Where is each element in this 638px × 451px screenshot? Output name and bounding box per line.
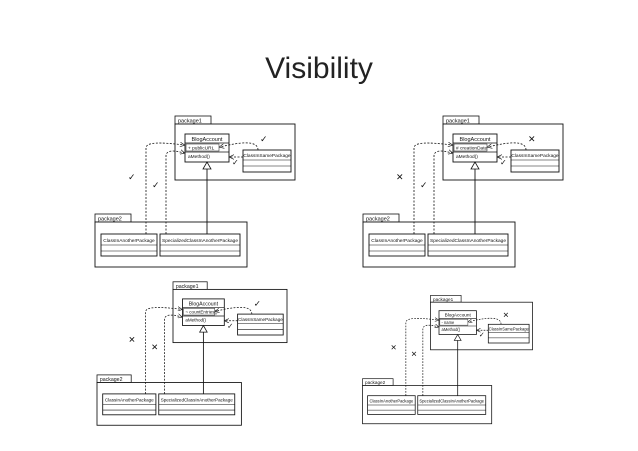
specialized-class: SpecializedClassInAnotherPackage bbox=[158, 393, 236, 416]
specialized-dependency bbox=[165, 151, 184, 234]
diagram-public: package1 BlogAccount + publicURL aMethod… bbox=[90, 112, 300, 277]
specialized-class: SpecializedClassInAnotherPackage bbox=[427, 233, 509, 257]
generalization-arrowhead bbox=[202, 161, 212, 170]
class-method: aMethod() bbox=[188, 154, 210, 160]
specialized-dependency bbox=[433, 151, 452, 234]
another-package-mark: ✕ bbox=[391, 343, 397, 352]
specialized-class-name: SpecializedClassInAnotherPackage bbox=[161, 398, 234, 403]
method-mark: ✓ bbox=[232, 158, 239, 167]
generalization-arrowhead bbox=[198, 324, 208, 333]
same-package-class: ClassInSamePackage bbox=[487, 323, 530, 344]
class-method: aMethod() bbox=[442, 327, 461, 332]
specialized-class-name: SpecializedClassInAnotherPackage bbox=[419, 399, 484, 404]
specialized-dependency bbox=[422, 325, 438, 396]
another-package-class: ClassInAnotherPackage bbox=[102, 393, 157, 416]
diagram-package: package1 BlogAccount ~ countEntries() aM… bbox=[92, 278, 292, 435]
same-package-class-name: ClassInSamePackage bbox=[511, 153, 559, 159]
another-package-mark: ✕ bbox=[396, 172, 404, 182]
method-mark: ✓ bbox=[479, 332, 485, 339]
same-package-mark: ✕ bbox=[503, 311, 509, 320]
same-package-class-name: ClassInSamePackage bbox=[238, 317, 283, 322]
class-attribute: - name bbox=[442, 320, 455, 325]
specialized-mark: ✓ bbox=[152, 180, 160, 190]
same-package-mark: ✓ bbox=[260, 134, 268, 144]
same-package-dependency bbox=[220, 142, 259, 151]
same-package-mark: ✓ bbox=[254, 299, 261, 309]
package1-label: package1 bbox=[176, 284, 199, 290]
class-name: BlogAccount bbox=[445, 313, 472, 318]
class-name: BlogAccount bbox=[460, 137, 491, 143]
same-package-class-name: ClassInSamePackage bbox=[243, 153, 291, 159]
same-package-class: ClassInSamePackage bbox=[237, 313, 284, 336]
blog-account-class: BlogAccount + publicURL aMethod() bbox=[184, 133, 230, 163]
package1-label: package1 bbox=[433, 297, 454, 302]
package2-label: package2 bbox=[366, 217, 390, 223]
package2-label: package2 bbox=[365, 380, 386, 385]
specialized-class: SpecializedClassInAnotherPackage bbox=[159, 233, 241, 257]
uml-diagram: package1 BlogAccount - name aMethod() Cl… bbox=[362, 295, 533, 425]
package2-label: package2 bbox=[100, 377, 123, 383]
slide-title: Visibility bbox=[265, 52, 373, 85]
another-package-dependency bbox=[405, 318, 438, 396]
class-name: BlogAccount bbox=[192, 137, 223, 143]
generalization-arrowhead bbox=[453, 333, 462, 341]
same-package-dependency bbox=[216, 306, 253, 315]
specialized-class-name: SpecializedClassInAnotherPackage bbox=[430, 238, 506, 244]
specialized-class-name: SpecializedClassInAnotherPackage bbox=[162, 238, 238, 244]
uml-diagram: package1 BlogAccount # creationDate aMet… bbox=[362, 115, 564, 268]
generalization-arrowhead bbox=[470, 161, 480, 170]
class-method: aMethod() bbox=[456, 154, 478, 160]
method-mark: ✓ bbox=[227, 321, 233, 330]
specialized-class: SpecializedClassInAnotherPackage bbox=[417, 395, 487, 415]
another-package-mark: ✕ bbox=[128, 335, 135, 345]
diagram-protected: package1 BlogAccount # creationDate aMet… bbox=[358, 112, 568, 277]
another-package-dependency bbox=[145, 143, 184, 234]
same-package-dependency bbox=[469, 317, 502, 325]
package2-label: package2 bbox=[98, 217, 122, 223]
package1-label: package1 bbox=[446, 119, 470, 125]
class-attribute: ~ countEntries() bbox=[185, 310, 218, 315]
specialized-mark: ✓ bbox=[420, 180, 428, 190]
specialized-dependency bbox=[164, 315, 181, 394]
class-attribute: + publicURL bbox=[188, 146, 215, 152]
class-attribute: # creationDate bbox=[456, 146, 488, 152]
same-package-mark: ✕ bbox=[528, 134, 536, 144]
another-package-class: ClassInAnotherPackage bbox=[100, 233, 158, 257]
same-package-dependency bbox=[488, 142, 527, 151]
blog-account-class: BlogAccount - name aMethod() bbox=[438, 310, 477, 335]
class-name: BlogAccount bbox=[189, 302, 219, 308]
another-package-class-name: ClassInAnotherPackage bbox=[105, 398, 154, 403]
uml-diagram: package1 BlogAccount + publicURL aMethod… bbox=[94, 115, 296, 268]
class-method: aMethod() bbox=[185, 318, 206, 323]
same-package-class: ClassInSamePackage bbox=[510, 149, 560, 173]
another-package-class-name: ClassInAnotherPackage bbox=[371, 238, 423, 244]
same-package-class-name: ClassInSamePackage bbox=[489, 326, 530, 331]
another-package-class: ClassInAnotherPackage bbox=[367, 395, 416, 415]
blog-account-class: BlogAccount # creationDate aMethod() bbox=[452, 133, 498, 163]
another-package-class-name: ClassInAnotherPackage bbox=[370, 399, 414, 404]
specialized-mark: ✕ bbox=[151, 342, 158, 352]
blog-account-class: BlogAccount ~ countEntries() aMethod() bbox=[182, 298, 225, 326]
another-package-dependency bbox=[145, 307, 181, 394]
another-package-class: ClassInAnotherPackage bbox=[368, 233, 426, 257]
another-package-dependency bbox=[413, 143, 452, 234]
package1-label: package1 bbox=[178, 119, 202, 125]
another-package-class-name: ClassInAnotherPackage bbox=[103, 238, 155, 244]
diagram-private: package1 BlogAccount - name aMethod() Cl… bbox=[358, 292, 537, 433]
specialized-mark: ✕ bbox=[411, 350, 417, 359]
method-mark: ✓ bbox=[500, 158, 507, 167]
same-package-class: ClassInSamePackage bbox=[242, 149, 292, 173]
another-package-mark: ✓ bbox=[128, 172, 136, 182]
uml-diagram: package1 BlogAccount ~ countEntries() aM… bbox=[96, 281, 288, 426]
